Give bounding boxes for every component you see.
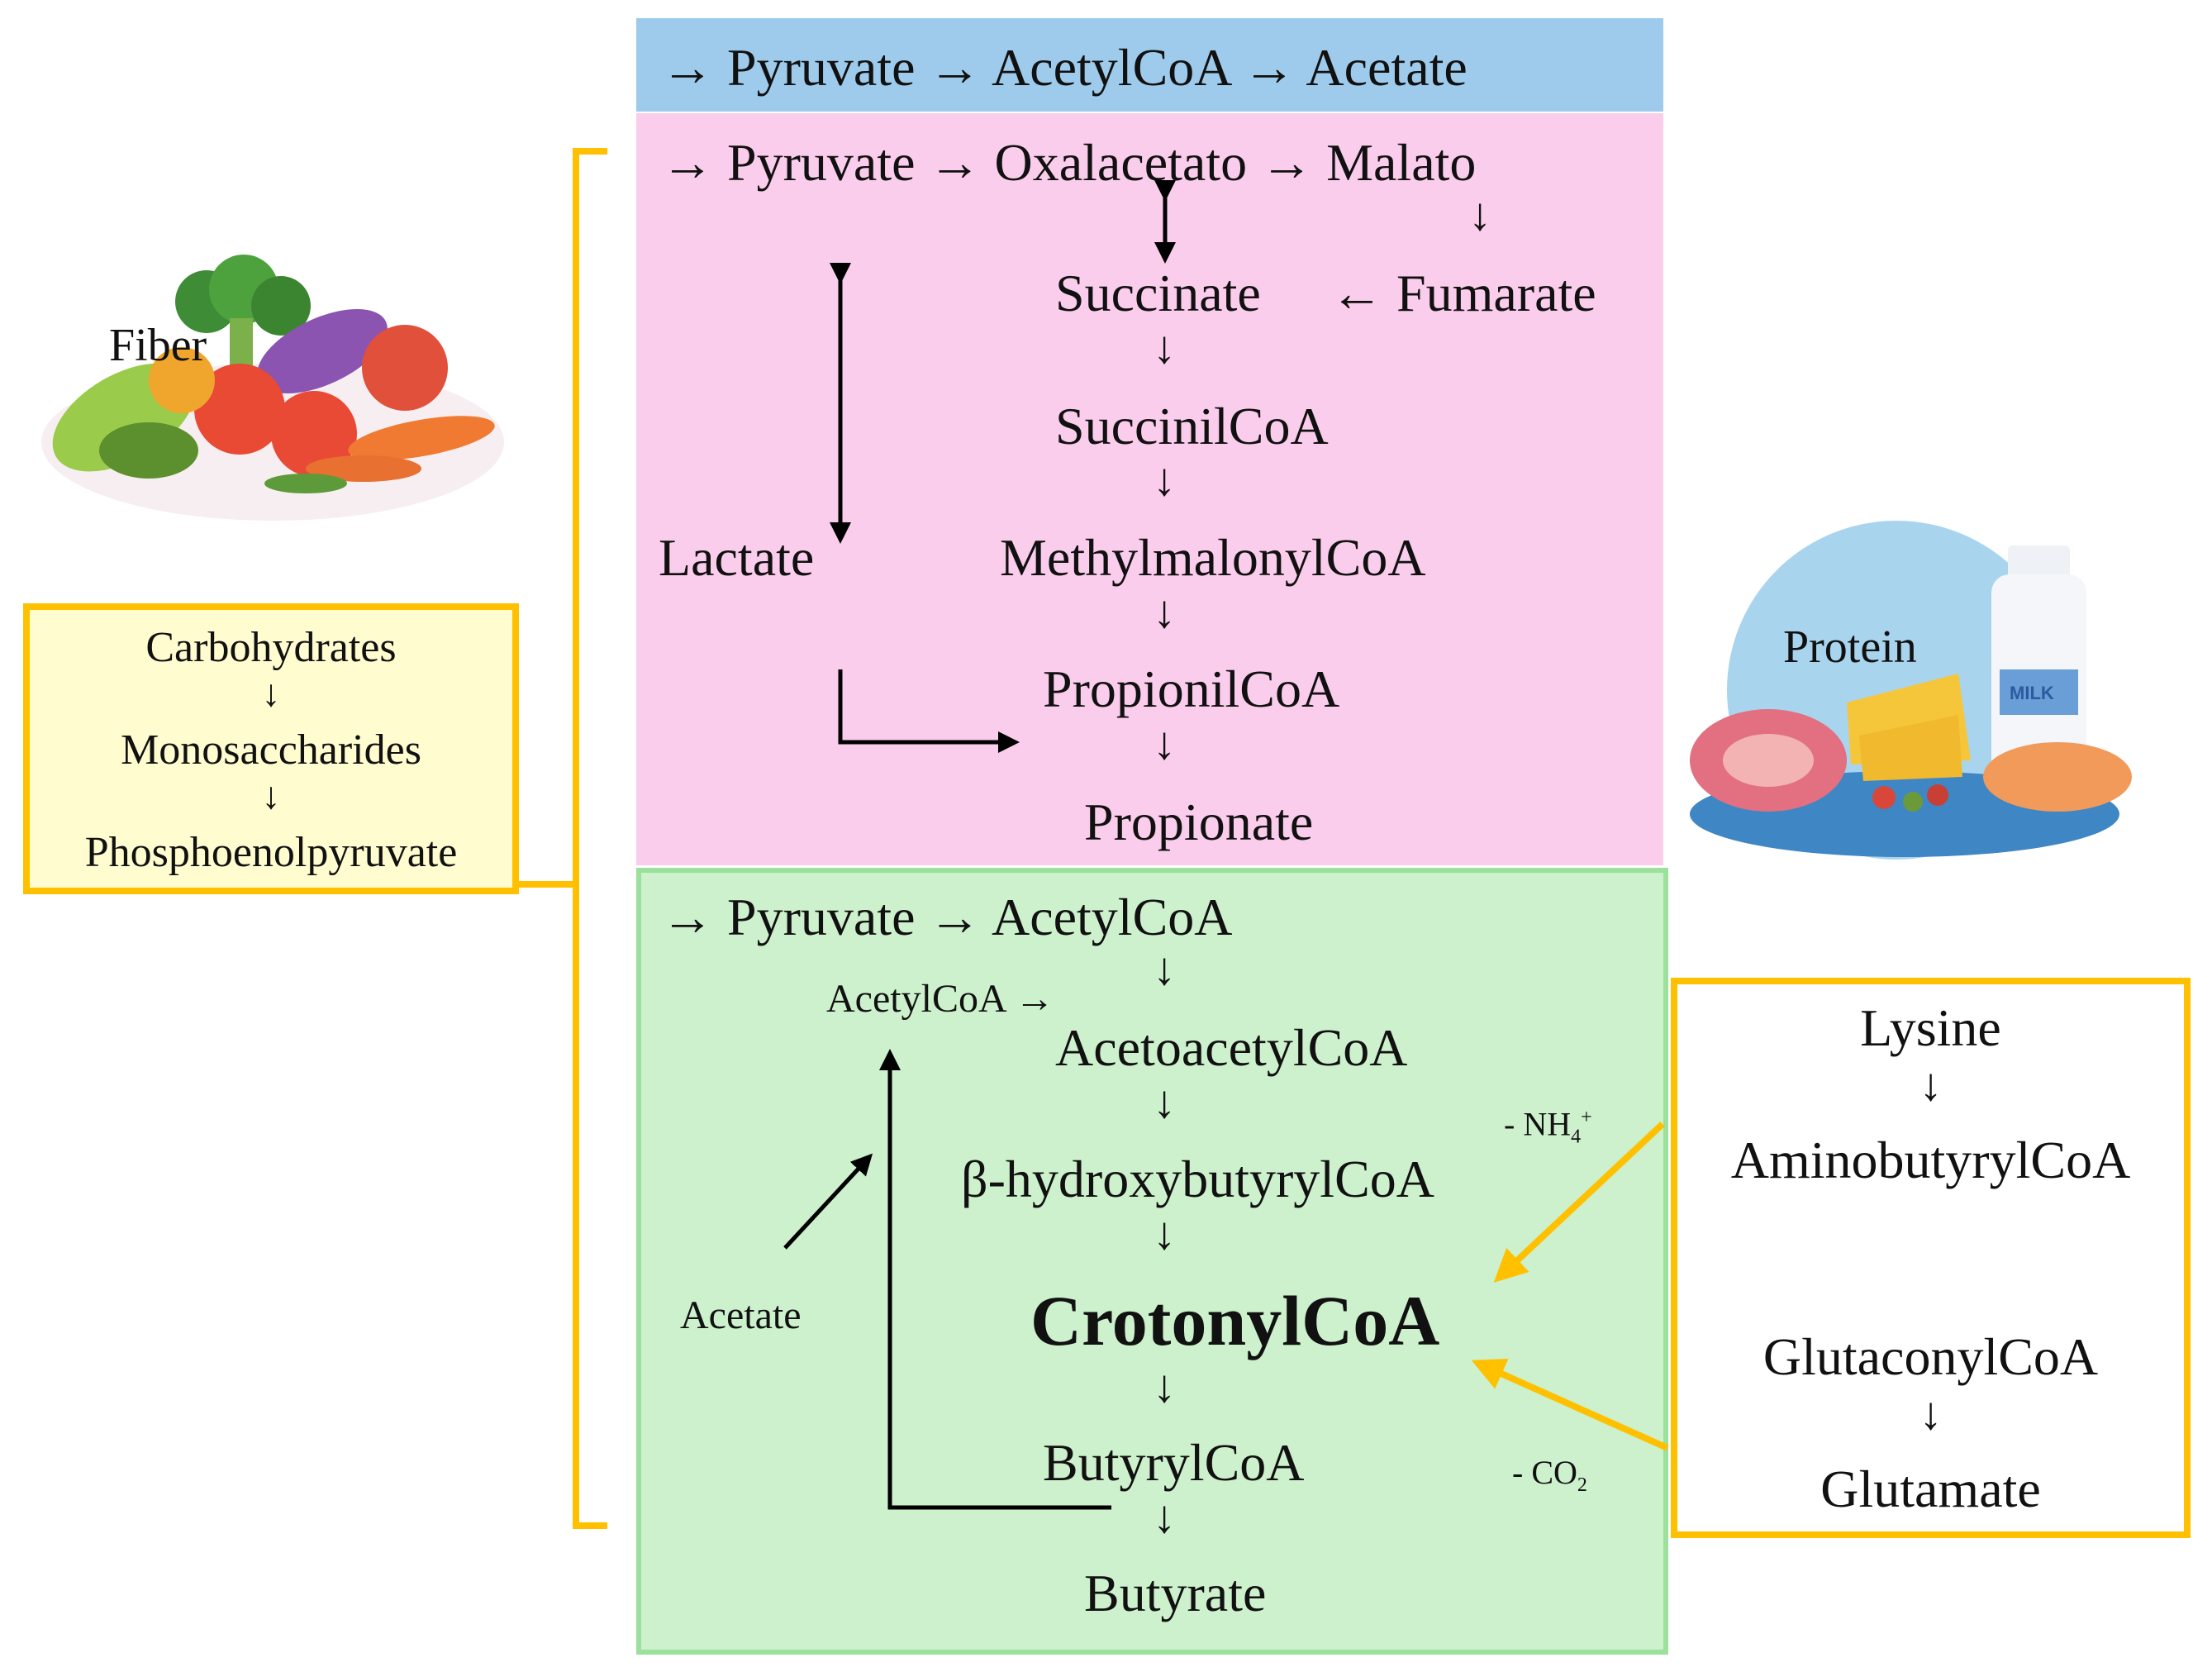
arrow: → — [1260, 133, 1314, 192]
acetate-label: Acetate — [1306, 38, 1468, 97]
butyrylcoa-label: ButyrylCoA — [1043, 1433, 1305, 1492]
arrow: → — [928, 38, 982, 97]
succinate-down-arrow: ↓ — [1153, 322, 1176, 374]
oxalacetato-label: Oxalacetato — [994, 133, 1248, 192]
co2-text: - CO — [1512, 1454, 1577, 1491]
arrow: → — [661, 133, 714, 192]
arrow: → — [1242, 38, 1296, 97]
lysine-down-arrow: ↓ — [1919, 1060, 1943, 1111]
monosaccharides-label: Monosaccharides — [121, 726, 421, 774]
pyruvate-label: Pyruvate — [727, 38, 916, 97]
acetate-band — [636, 18, 1663, 112]
glutaconylcoa-label: GlutaconylCoA — [1762, 1327, 2099, 1386]
acetylcoa-label: AcetylCoA — [991, 38, 1230, 97]
protein-label: Protein — [1783, 622, 1917, 673]
propionilcoa-label: PropionilCoA — [1043, 660, 1340, 718]
fumarate-arrow: ← — [1330, 264, 1383, 322]
nh4-superscript: + — [1581, 1107, 1592, 1128]
glutamate-label: Glutamate — [1820, 1460, 2041, 1518]
orange-bracket — [573, 148, 607, 1529]
succinate-label: Succinate — [1055, 264, 1261, 322]
acetate-side-label: Acetate — [680, 1293, 802, 1337]
arrow: → — [661, 888, 714, 946]
acetate-pathway-row: → Pyruvate → AcetylCoA → Acetate — [661, 41, 1468, 94]
protein-foods-icon — [1690, 521, 2132, 860]
pyruvate-label: Pyruvate — [727, 133, 916, 192]
co2-subscript: 2 — [1577, 1474, 1587, 1496]
carbohydrates-label: Carbohydrates — [145, 624, 397, 671]
carbohydrates-down-arrow: ↓ — [261, 672, 281, 714]
malato-label: Malato — [1326, 133, 1477, 192]
propionate-pathway-row: → Pyruvate → Oxalacetato → Malato — [661, 136, 1476, 189]
butyrylcoa-loop-arrow — [879, 1049, 1111, 1510]
arrow: → — [661, 38, 714, 97]
orange-arrow-lysine — [1493, 1122, 1665, 1283]
aminobutyrylcoa-label: AminobutyrylCoA — [1730, 1131, 2131, 1189]
propionate-band — [636, 113, 1663, 865]
nh4-text: - NH — [1504, 1105, 1572, 1143]
succinilcoa-down-arrow: ↓ — [1153, 455, 1176, 506]
milk-label: MILK — [2010, 683, 2054, 703]
hydroxybutyrylcoa-down-arrow: ↓ — [1153, 1208, 1176, 1260]
methylmalonylcoa-down-arrow: ↓ — [1153, 587, 1176, 638]
glutaconylcoa-down-arrow: ↓ — [1919, 1388, 1943, 1440]
succinilcoa-label: SuccinilCoA — [1055, 397, 1329, 455]
acetylcoa-label: AcetylCoA — [991, 888, 1233, 946]
hydroxybutyrylcoa-label: β-hydroxybutyrylCoA — [961, 1150, 1434, 1208]
pyruvate-label: Pyruvate — [727, 888, 916, 946]
methylmalonylcoa-label: MethylmalonylCoA — [1000, 528, 1426, 587]
acetate-diagonal-arrow — [783, 1153, 873, 1250]
acetylcoa-down-arrow: ↓ — [1153, 944, 1176, 995]
fiber-label: Fiber — [109, 320, 207, 371]
crotonylcoa-down-arrow: ↓ — [1153, 1361, 1176, 1412]
arrow: → — [928, 133, 982, 192]
fiber-illustration: Fiber — [33, 244, 512, 525]
fumarate-label: Fumarate — [1396, 264, 1596, 322]
malato-down-arrow: ↓ — [1468, 189, 1491, 241]
acetoacetylcoa-label: AcetoacetylCoA — [1055, 1018, 1408, 1077]
co2-label: - CO2 — [1512, 1454, 1587, 1496]
lactate-propionilcoa-arrow — [838, 669, 1020, 753]
crotonylcoa-label: CrotonylCoA — [1030, 1281, 1440, 1360]
acetylcoa-side-label: AcetylCoA → — [826, 977, 1054, 1021]
propionate-label: Propionate — [1084, 793, 1314, 851]
butyrate-label: Butyrate — [1084, 1564, 1267, 1622]
propionilcoa-down-arrow: ↓ — [1153, 718, 1176, 769]
lactate-label: Lactate — [659, 528, 815, 587]
phosphoenolpyruvate-label: Phosphoenolpyruvate — [84, 829, 458, 876]
butyrate-pathway-row: → Pyruvate → AcetylCoA — [661, 891, 1232, 944]
carbohydrates-box: Carbohydrates ↓ Monosaccharides ↓ Phosph… — [23, 603, 519, 894]
butyrylcoa-down-arrow: ↓ — [1153, 1492, 1176, 1543]
protein-pathway-box — [1671, 978, 2191, 1538]
monosaccharides-down-arrow: ↓ — [261, 774, 281, 817]
arrow: → — [928, 888, 982, 946]
orange-arrow-glutamate — [1471, 1358, 1669, 1451]
nh4-subscript: 4 — [1571, 1126, 1582, 1148]
nh4-label: - NH4+ — [1504, 1105, 1592, 1148]
vegetables-icon — [41, 255, 504, 521]
acetoacetylcoa-down-arrow: ↓ — [1153, 1077, 1176, 1128]
protein-illustration: Protein MILK — [1686, 512, 2148, 860]
lysine-label: Lysine — [1860, 998, 2001, 1057]
